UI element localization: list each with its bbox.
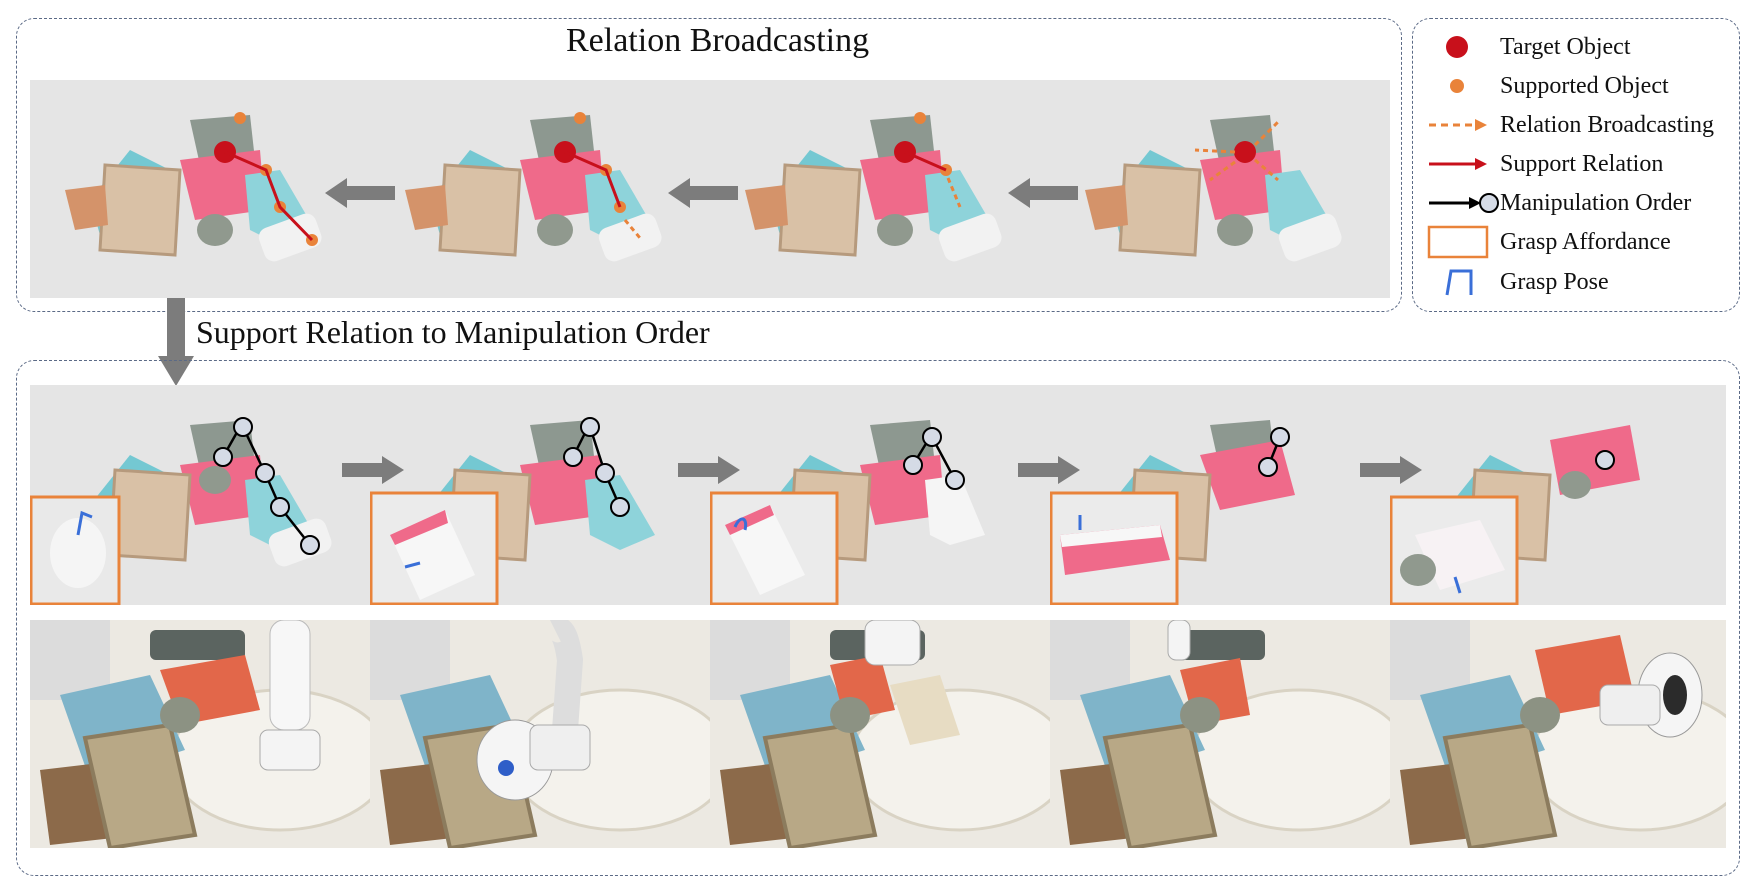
simulation-frame-5 — [1390, 385, 1726, 605]
legend-item-target-object: Target Object — [1430, 30, 1631, 64]
left-arrow-icon — [325, 178, 395, 208]
support-relation-title: Support Relation to Manipulation Order — [196, 314, 710, 350]
manipulation-order-panel — [16, 360, 1740, 876]
real-robot-frame-1 — [30, 620, 370, 848]
dashed-arrow-icon — [1425, 108, 1505, 142]
left-arrow-icon — [1008, 178, 1078, 208]
simulation-frame-3 — [710, 385, 1050, 605]
legend-item-supported-object: Supported Object — [1430, 69, 1669, 103]
simulation-frame-4 — [1050, 385, 1390, 605]
broadcast-frame-2 — [370, 80, 710, 298]
broadcast-frame-3 — [710, 80, 1050, 298]
real-robot-frame-3 — [710, 620, 1050, 848]
legend-item-manipulation-order: Manipulation Order — [1430, 186, 1691, 220]
right-arrow-icon — [342, 456, 404, 484]
legend-item-relation-broadcasting: Relation Broadcasting — [1430, 108, 1714, 142]
real-robot-frame-4 — [1050, 620, 1390, 848]
legend-item-grasp-affordance: Grasp Affordance — [1430, 225, 1671, 259]
right-arrow-icon — [1360, 456, 1422, 484]
affordance-box-icon — [1425, 225, 1505, 259]
right-arrow-icon — [678, 456, 740, 484]
legend-label: Grasp Pose — [1500, 268, 1609, 295]
legend-item-grasp-pose: Grasp Pose — [1430, 265, 1609, 299]
order-arrow-icon — [1425, 186, 1505, 220]
broadcast-frame-1 — [30, 80, 370, 298]
legend-label: Relation Broadcasting — [1500, 111, 1714, 138]
legend-label: Supported Object — [1500, 72, 1669, 99]
down-arrow-icon — [158, 298, 194, 386]
target-object-icon — [1425, 30, 1505, 64]
red-arrow-icon — [1425, 147, 1505, 181]
relation-broadcasting-panel — [16, 18, 1402, 312]
simulation-frame-2 — [370, 385, 710, 605]
gripper-icon — [1425, 265, 1505, 299]
legend-item-support-relation: Support Relation — [1430, 147, 1663, 181]
legend-label: Support Relation — [1500, 150, 1664, 177]
supported-object-icon — [1425, 69, 1505, 103]
simulation-frame-1 — [30, 385, 370, 605]
legend-label: Grasp Affordance — [1500, 228, 1671, 255]
legend-label: Manipulation Order — [1500, 189, 1692, 216]
real-robot-frame-2 — [370, 620, 710, 848]
legend-panel — [1412, 18, 1740, 312]
right-arrow-icon — [1018, 456, 1080, 484]
legend-label: Target Object — [1500, 33, 1631, 60]
broadcast-frame-4 — [1050, 80, 1390, 298]
left-arrow-icon — [668, 178, 738, 208]
real-robot-frame-5 — [1390, 620, 1726, 848]
relation-broadcasting-title: Relation Broadcasting — [566, 22, 870, 59]
